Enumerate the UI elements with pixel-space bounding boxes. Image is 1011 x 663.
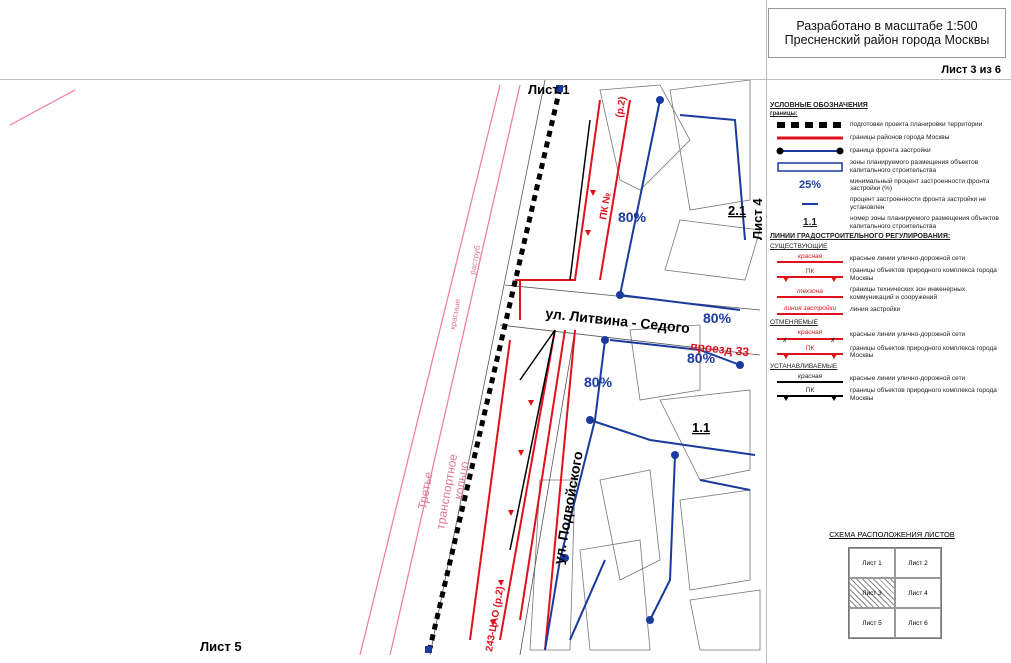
svg-text:x: x [830,337,835,342]
legend-existing-heading: СУЩЕСТВУЮЩИЕ [770,243,828,251]
zone-1-1: 1.1 [692,420,710,435]
cancel-pk-symbol: ПК [770,345,850,360]
legend-row: красная красные линии улично-дорожной се… [770,253,1006,264]
zone-2-1: 2.1 [728,203,746,218]
title-scale: Разработано в масштабе 1:500 [796,19,978,33]
legend-row: граница фронта застройки [770,146,1006,156]
district-border-symbol [770,135,850,141]
legend-title: УСЛОВНЫЕ ОБОЗНАЧЕНИЯ [770,102,868,109]
street-litvina: ул. Литвина - Седого [545,305,691,336]
legend-row: ПК границы объектов природного комплекса… [770,387,1006,403]
border-end-marker [425,646,432,653]
legend: УСЛОВНЫЕ ОБОЗНАЧЕНИЯ границы: подготовки… [770,100,1006,530]
ring-road-lines [9,84,521,655]
red-line-symbol: красная [777,253,843,264]
title-block: Разработано в масштабе 1:500 Пресненский… [768,8,1006,58]
legend-row: ПК границы объектов природного комплекса… [770,345,1006,361]
legend-row: 25% минимальный процент застроенности фр… [770,178,1006,194]
zone-number-symbol: 1.1 [803,217,817,229]
set-red-symbol: красная [777,373,843,384]
city-blocks [529,80,761,651]
zone-symbol [770,161,850,173]
front-line-symbol [770,146,850,156]
map-canvas: Лист 1 Лист 5 Лист 4 ул. Литвина - Седог… [9,80,765,655]
front-lines [509,119,591,551]
planning-border [427,87,563,649]
legend-set-heading: УСТАНАВЛИВАЕМЫЕ [770,363,838,371]
planning-border-symbol [770,121,850,129]
scheme-cell: Лист 5 [849,608,895,638]
pct-label-2: 80% [703,310,732,326]
pk-label-1: ПК № [598,192,614,221]
blue-front-lines [544,99,756,651]
header-divider [0,79,1011,80]
small-label-1: красные [448,298,462,331]
scheme-grid: Лист 1 Лист 2 Лист 3 Лист 4 Лист 5 Лист … [848,547,942,639]
street-podvoyskogo: ул. Подвойского [550,450,586,566]
scheme-cell-current: Лист 3 [849,578,895,608]
pk-symbol: ПК [770,268,850,283]
legend-row: красная красные линии улично-дорожной се… [770,373,1006,384]
front-nodes [561,96,744,624]
pct-label-4: 80% [584,374,613,390]
legend-lines-heading: ЛИНИИ ГРАДОСТРОИТЕЛЬНОГО РЕГУЛИРОВАНИЯ: [770,233,951,241]
border-start-marker [556,85,563,92]
sheet-scheme: СХЕМА РАСПОЛОЖЕНИЯ ЛИСТОВ Лист 1 Лист 2 … [812,530,972,639]
red-lines [469,99,631,651]
sheet-number: Лист 3 из 6 [941,64,1001,76]
scheme-title: СХЕМА РАСПОЛОЖЕНИЯ ЛИСТОВ [829,530,955,539]
ring-label-3: кольцо [451,460,472,501]
legend-row: линия застройки линия застройки [770,305,1006,316]
proezd-label: проезд 33 [690,339,750,359]
percent-symbol: 25% [798,179,822,192]
scheme-cell: Лист 4 [895,578,941,608]
pct-label-3: 80% [687,350,716,366]
scheme-cell: Лист 6 [895,608,941,638]
sheet-right-label: Лист 4 [750,198,765,240]
legend-row: техзона границы технических зон инженерн… [770,286,1006,302]
legend-row: границы районов города Москвы [770,133,1006,143]
legend-row: зоны планируемого размещения объектов ка… [770,159,1006,175]
sheet-bottom-label: Лист 5 [200,639,242,654]
svg-text:x: x [782,337,787,342]
scheme-cell: Лист 1 [849,548,895,578]
legend-row: 1.1 номер зоны планируемого размещения о… [770,215,1006,231]
ring-label-1: Третье [415,470,435,510]
pk-label-3: (р.2) [614,96,628,119]
legend-row: подготовки проекта планировки территории [770,120,1006,130]
title-district: Пресненский район города Москвы [784,33,990,47]
build-line-symbol: линия застройки [777,304,843,315]
legend-cancel-heading: ОТМЕНЯЕМЫЕ [770,318,819,326]
legend-borders-heading: границы: [770,111,798,117]
legend-divider [766,0,767,663]
set-pk-symbol: ПК [770,387,850,402]
techzone-symbol: техзона [777,288,843,299]
dash-symbol [770,202,850,206]
legend-row: процент застроенности фронта застройки н… [770,196,1006,212]
legend-row: ПК границы объектов природного комплекса… [770,267,1006,283]
scheme-cell: Лист 2 [895,548,941,578]
pk-markers [490,190,596,626]
sheet-top-label: Лист 1 [528,82,570,97]
pct-label-1: 80% [618,209,647,225]
